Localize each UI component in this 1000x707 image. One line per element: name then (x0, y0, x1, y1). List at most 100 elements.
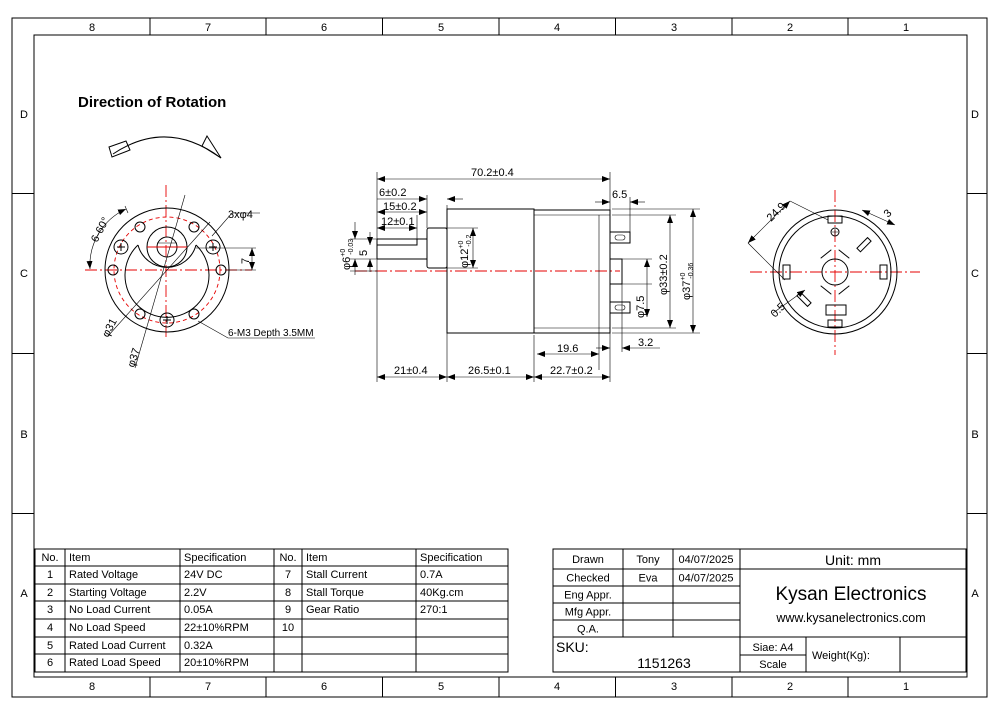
zone-row-label: D (971, 109, 979, 121)
rear-width-label: 24.9 (765, 200, 789, 224)
front-segment-label: 21±0.4 (394, 365, 428, 377)
scale-label: Scale (759, 659, 787, 671)
spec-value: 24V DC (184, 569, 223, 581)
company-name: Kysan Electronics (775, 584, 926, 605)
spec-item: Rated Load Speed (69, 657, 161, 669)
spec-value: 0.05A (184, 604, 213, 616)
gearbox-dia-tol-lower: -0.36 (688, 263, 695, 279)
spec-item: Rated Load Current (69, 640, 166, 652)
flat-start-label: 12±0.1 (381, 216, 415, 228)
gearbox-segment-label: 26.5±0.1 (468, 365, 511, 377)
motor-can-length-label: 19.6 (557, 343, 578, 355)
zone-column-label: 8 (89, 681, 95, 693)
sku-value: 1151263 (637, 655, 691, 671)
zone-row-label: C (971, 268, 979, 280)
flat-width-label: 5 (358, 250, 370, 256)
spec-table-header: Specification (420, 552, 482, 564)
spec-item: Starting Voltage (69, 587, 147, 599)
boss-length-label: 3.2 (638, 337, 653, 349)
zone-row-label: D (20, 109, 28, 121)
approval-role: Eng Appr. (564, 590, 612, 602)
zone-column-label: 6 (321, 22, 327, 34)
zone-column-label: 6 (321, 681, 327, 693)
zone-column-label: 8 (89, 22, 95, 34)
approval-name: Eva (639, 573, 659, 585)
spec-no: 9 (285, 604, 291, 616)
approval-role: Mfg Appr. (565, 607, 611, 619)
spec-item: Stall Current (306, 569, 367, 581)
approval-role: Checked (566, 573, 609, 585)
gearbox-dia-value: φ37 (681, 281, 693, 300)
zone-column-label: 1 (903, 22, 909, 34)
shaft-length-label: 15±0.2 (383, 201, 417, 213)
spec-table-header: Item (69, 552, 90, 564)
zone-column-label: 3 (671, 22, 677, 34)
spec-table-border (34, 548, 509, 673)
approval-name: Tony (636, 554, 660, 566)
spec-table-header: Specification (184, 552, 246, 564)
shaft-dia-tol-lower: -0.03 (348, 239, 355, 255)
zone-column-label: 7 (205, 22, 211, 34)
front-view-flange (85, 185, 315, 369)
motor-segment-label: 22.7±0.2 (550, 365, 593, 377)
zone-column-label: 4 (554, 22, 560, 34)
collar-dia-label: φ12+0-0.2 (458, 234, 473, 268)
spec-table-header: No. (279, 552, 296, 564)
screw-icon (830, 227, 840, 237)
spec-table-header: No. (41, 552, 58, 564)
spec-table-header: Item (306, 552, 327, 564)
zone-column-label: 5 (438, 681, 444, 693)
shaft-dia-label: φ6+0-0.03 (340, 239, 355, 270)
collar-dia-tol-upper: +0 (458, 241, 465, 249)
side-view-motor (350, 172, 700, 382)
spec-no: 4 (47, 622, 53, 634)
approval-role: Drawn (572, 554, 604, 566)
zone-column-label: 7 (205, 681, 211, 693)
thread-label: 6-M3 Depth 3.5MM (228, 328, 314, 339)
approval-role: Q.A. (577, 624, 599, 636)
zone-column-label: 3 (671, 681, 677, 693)
unit-label: Unit: mm (825, 552, 881, 568)
holes-label: 3xφ4 (228, 209, 253, 221)
approval-date: 04/07/2025 (678, 573, 733, 585)
screw-icons (113, 239, 221, 328)
spec-no: 7 (285, 569, 291, 581)
gearbox-dia-tol-upper: +0 (680, 273, 687, 281)
spec-item: Stall Torque (306, 587, 364, 599)
approval-date: 04/07/2025 (678, 554, 733, 566)
bolt-circle-label: φ31 (100, 317, 120, 340)
spec-value: 20±10%RPM (184, 657, 249, 669)
spec-value: 40Kg.cm (420, 587, 463, 599)
zone-column-label: 1 (903, 681, 909, 693)
boss-dia-label: φ7.5 (635, 296, 647, 318)
zone-row-label: C (20, 268, 28, 280)
spec-value: 2.2V (184, 587, 207, 599)
rear-view-motor (747, 190, 920, 355)
offset-label: 7 (240, 258, 252, 264)
zone-row-label: A (20, 588, 28, 600)
collar-dia-value: φ12 (459, 249, 471, 268)
spec-table: No. Item Specification No. Item Specification… (34, 548, 509, 673)
company-website: www.kysanelectronics.com (775, 611, 925, 625)
sheet-size: Siae: A4 (753, 642, 794, 654)
sku-label: SKU: (556, 639, 589, 655)
weight-label: Weight(Kg): (812, 650, 870, 662)
terminal-offset-label: 6.5 (612, 189, 627, 201)
spec-no: 1 (47, 569, 53, 581)
spec-no: 3 (47, 604, 53, 616)
angle-label: 6-60° (89, 215, 112, 244)
spec-no: 5 (47, 640, 53, 652)
zone-row-label: B (971, 429, 978, 441)
zone-row-label: A (971, 588, 979, 600)
rotation-arrow-icon (108, 134, 222, 159)
spec-value: 0.7A (420, 569, 443, 581)
spec-value: 0.32A (184, 640, 213, 652)
zone-column-label: 5 (438, 22, 444, 34)
zone-row-label: B (20, 429, 27, 441)
overall-length-label: 70.2±0.4 (471, 167, 514, 179)
gearbox-dia-label: φ37+0-0.36 (680, 263, 695, 300)
spec-no: 2 (47, 587, 53, 599)
